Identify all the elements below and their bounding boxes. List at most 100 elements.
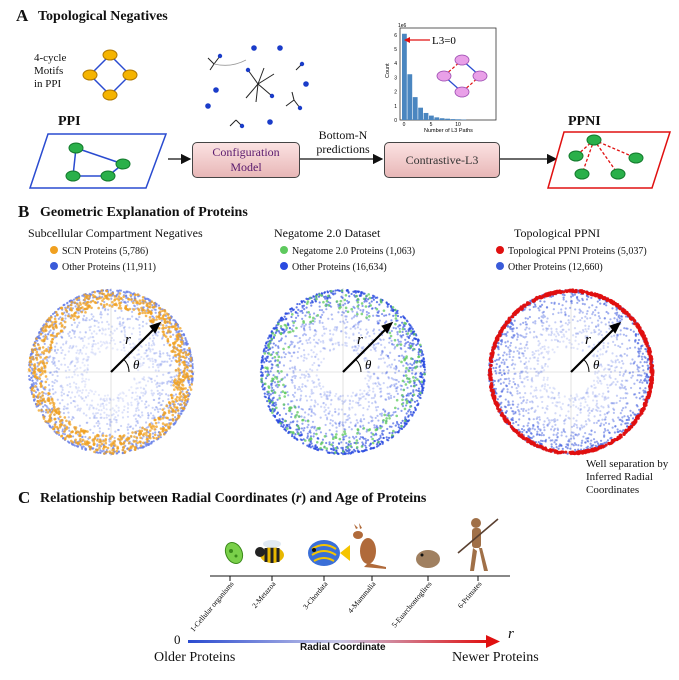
plot1-legend-swatch-2 xyxy=(50,262,58,270)
radius-symbol: r xyxy=(125,332,131,348)
timeline-stage-label: 3-Chordata xyxy=(301,579,330,611)
r-axis-label: r xyxy=(508,626,514,642)
panel-c-title-part1: Relationship between Radial Coordinates … xyxy=(40,491,296,506)
inset-x-tick: 5 xyxy=(430,122,433,128)
inset-bar xyxy=(423,112,429,120)
inset-y-tick: 5 xyxy=(394,47,397,53)
plot2-legend-item-2: Other Proteins (16,634) xyxy=(280,260,415,276)
timeline-stage-label: 2-Metazoa xyxy=(250,579,278,610)
radius-symbol: r xyxy=(357,332,363,348)
inset-y-tick: 3 xyxy=(394,75,397,81)
cellular-organism-icon xyxy=(224,541,244,565)
pipeline-arrows xyxy=(168,153,558,165)
separation-note-line2: Inferred Radial xyxy=(586,471,653,483)
plot3-legend-item-2: Other Proteins (12,660) xyxy=(496,260,647,276)
inset-scale-label: 1e6 xyxy=(398,23,407,29)
zero-label: 0 xyxy=(174,632,181,647)
bottom-n-line1: Bottom-N xyxy=(318,128,368,142)
plot2-title: Negatome 2.0 Dataset xyxy=(274,226,381,240)
plot2-legend: Negatome 2.0 Proteins (1,063) Other Prot… xyxy=(280,244,415,276)
inset-bar xyxy=(412,97,418,120)
radial-gradient-bar xyxy=(188,640,488,643)
motif-label-line2: Motifs xyxy=(34,65,64,77)
plot1-title: Subcellular Compartment Negatives xyxy=(28,226,203,240)
separation-note-line3: Coordinates xyxy=(586,484,640,496)
motif-label: 4-cycle Motifs in PPI xyxy=(34,52,66,91)
ppi-label: PPI xyxy=(58,114,81,129)
inset-x-tick: 0 xyxy=(403,122,406,128)
timeline-stage-label: 4-Mammalia xyxy=(346,579,378,615)
plot3-legend-label-1: Topological PPNI Proteins (5,037) xyxy=(508,246,647,257)
plot2-legend-swatch-1 xyxy=(280,246,288,254)
panel-b-letter: B xyxy=(18,202,30,221)
plot2-legend-item-1: Negatome 2.0 Proteins (1,063) xyxy=(280,244,415,260)
panel-c-letter: C xyxy=(18,488,31,507)
inset-bar xyxy=(429,115,434,120)
plot1-legend-label-2: Other Proteins (11,911) xyxy=(62,262,156,273)
plot3-legend-item-1: Topological PPNI Proteins (5,037) xyxy=(496,244,647,260)
plot1-legend-item-2: Other Proteins (11,911) xyxy=(50,260,156,276)
plot3-legend: Topological PPNI Proteins (5,037) Other … xyxy=(496,244,647,276)
plot2-legend-swatch-2 xyxy=(280,262,288,270)
plot3-legend-swatch-2 xyxy=(496,262,504,270)
ppni-network-diagram xyxy=(547,131,672,189)
inset-y-tick: 2 xyxy=(394,90,397,96)
radial-coordinate-label: Radial Coordinate xyxy=(300,642,386,653)
configuration-model-box: Configuration Model xyxy=(192,142,300,178)
inset-bar xyxy=(456,119,461,120)
plot2-legend-label-2: Other Proteins (16,634) xyxy=(292,262,387,273)
panel-b-title: Geometric Explanation of Proteins xyxy=(40,205,248,220)
timeline-stage-label: 1-Cellular organisms xyxy=(188,579,235,633)
inset-y-tick: 0 xyxy=(394,118,397,124)
panel-a-title: Topological Negatives xyxy=(38,9,168,24)
plot3-legend-label-2: Other Proteins (12,660) xyxy=(508,262,603,273)
plot1-legend: SCN Proteins (5,786) Other Proteins (11,… xyxy=(50,244,156,276)
inset-bar xyxy=(445,118,450,120)
configuration-model-line2: Model xyxy=(230,160,262,174)
random-graph-diagram xyxy=(205,45,309,129)
ppi-network-diagram xyxy=(28,133,168,189)
inset-bar xyxy=(418,107,423,120)
radial-arrow-head xyxy=(486,635,500,648)
organism-illustrations xyxy=(224,518,499,571)
inset-y-tick: 4 xyxy=(394,61,397,67)
timeline-stage-label: 5-Euarchontoglires xyxy=(390,579,434,629)
plot1-legend-item-1: SCN Proteins (5,786) xyxy=(50,244,156,260)
ppni-label: PPNI xyxy=(568,114,601,129)
metazoa-bee-icon xyxy=(255,540,284,563)
panel-a-letter: A xyxy=(16,6,29,25)
contrastive-l3-box: Contrastive-L3 xyxy=(384,142,500,178)
motif-label-line3: in PPI xyxy=(34,78,62,90)
inset-y-axis-label: Count xyxy=(385,63,391,78)
evolution-timeline: 1-Cellular organisms 2-Metazoa 3-Chordata 4… xyxy=(188,575,510,634)
inset-x-axis-label: Number of L3 Paths xyxy=(424,128,473,134)
plot1-legend-swatch-1 xyxy=(50,246,58,254)
separation-note-line1: Well separation by xyxy=(586,458,669,470)
bottom-n-line2: predictions xyxy=(316,142,370,156)
scn-disk-plot: rθ xyxy=(27,288,195,456)
panel-c-title-part2: ) and Age of Proteins xyxy=(301,491,427,506)
bottom-n-label: Bottom-N predictions xyxy=(312,128,374,156)
configuration-model-line1: Configuration xyxy=(212,145,280,159)
newer-proteins-label: Newer Proteins xyxy=(452,650,539,665)
timeline-stage-label: 6-Primates xyxy=(456,579,484,610)
theta-symbol: θ xyxy=(365,357,372,372)
inset-annotation: L3=0 xyxy=(432,35,456,47)
plot3-legend-swatch-1 xyxy=(496,246,504,254)
contrastive-l3-label: Contrastive-L3 xyxy=(405,153,479,167)
separation-note: Well separation by Inferred Radial Coord… xyxy=(586,458,668,497)
negatome-disk-plot: rθ xyxy=(259,288,427,456)
inset-bar xyxy=(402,33,407,120)
chordata-fish-icon xyxy=(308,540,350,566)
inset-bar xyxy=(439,118,445,120)
inset-bar xyxy=(450,119,456,120)
inset-y-tick: 6 xyxy=(394,33,397,39)
motif-4cycle-diagram xyxy=(82,49,138,101)
older-proteins-label: Older Proteins xyxy=(154,650,236,665)
panel-c-title-r: r xyxy=(295,491,302,506)
plot3-title: Topological PPNI xyxy=(514,226,601,240)
ppni-disk-plot: rθ xyxy=(487,288,655,456)
theta-symbol: θ xyxy=(593,357,600,372)
inset-bar xyxy=(407,74,413,120)
